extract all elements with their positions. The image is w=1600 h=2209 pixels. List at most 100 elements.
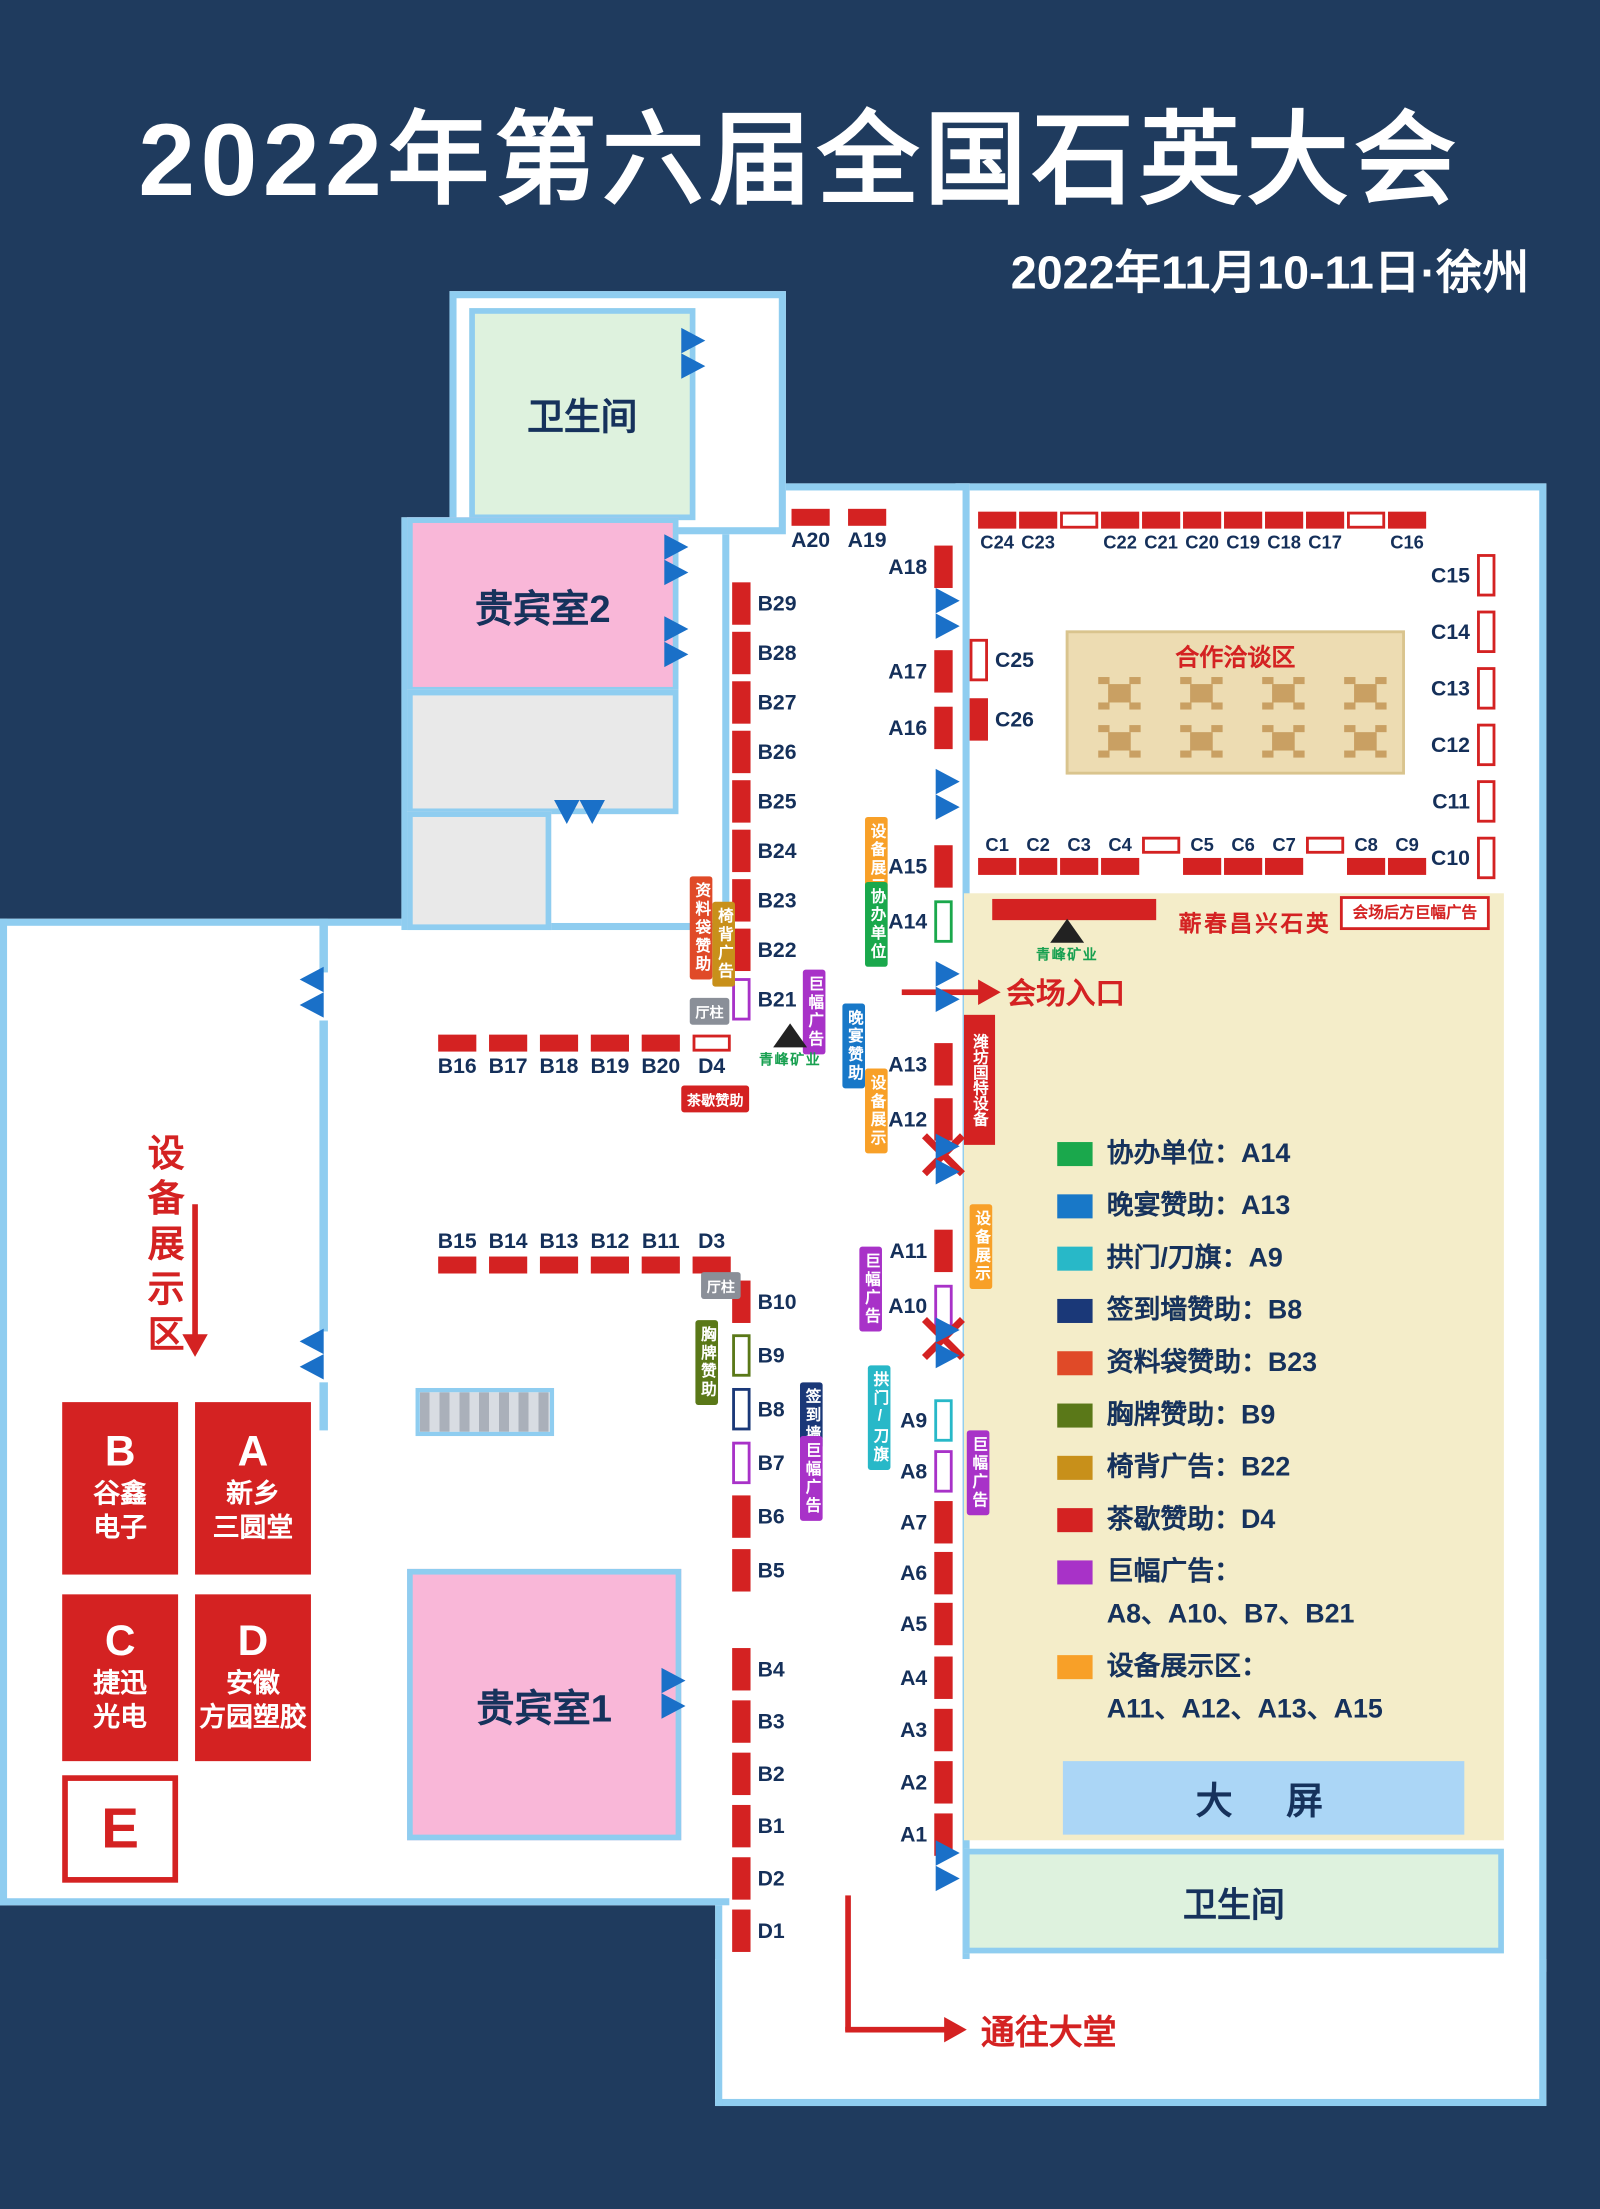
booth: B7 <box>732 1441 803 1485</box>
booth-label: C4 <box>1108 833 1132 856</box>
booth-label: B25 <box>757 789 797 814</box>
booth: B26 <box>732 730 803 774</box>
legend-swatch <box>1057 1298 1093 1323</box>
booth-label: B29 <box>757 591 797 616</box>
booth-bar <box>732 1441 751 1485</box>
legend-text: 资料袋赞助：B23 <box>1106 1348 1318 1379</box>
booth-bar <box>934 1708 953 1752</box>
sponsor-banner-bar <box>992 898 1157 921</box>
legend-item: 茶歇赞助：D4 <box>1057 1505 1481 1536</box>
tag-giant-banner: 巨幅广告 <box>800 1436 822 1521</box>
booth-label: A18 <box>888 554 928 579</box>
booth-bar <box>1387 857 1427 875</box>
booth-label: C2 <box>1026 833 1050 856</box>
weifang-guote-booth: 潍坊国特设备 <box>963 1014 996 1145</box>
booth-bar <box>732 1648 751 1691</box>
door-icon <box>299 966 328 1018</box>
booth-bar <box>732 1804 751 1848</box>
booth-label: A17 <box>888 659 928 684</box>
booth-bar <box>1477 667 1496 710</box>
legend-text: 茶歇赞助：D4 <box>1106 1505 1276 1535</box>
booth-bar <box>1101 511 1140 529</box>
wall-segment <box>319 918 328 973</box>
legend-text: 签到墙赞助：B8 <box>1106 1296 1303 1326</box>
booth-label: A8 <box>900 1459 928 1484</box>
booth-label: B21 <box>757 987 797 1012</box>
booth-label: B23 <box>757 888 797 913</box>
booth-bar <box>934 1551 953 1595</box>
booth-bar <box>489 1034 528 1052</box>
booth: C12 <box>1419 723 1496 767</box>
booth: A18 <box>876 545 953 588</box>
booth: A20 <box>789 508 833 556</box>
booth: B15 <box>435 1227 479 1274</box>
legend-item: 晚宴赞助：A13 <box>1057 1192 1481 1223</box>
booth-bar <box>641 1034 680 1052</box>
booth-bar <box>1306 511 1345 529</box>
booth-bar <box>1346 857 1386 875</box>
tag-co-organizer: 协办单位 <box>865 881 887 967</box>
booth: B8 <box>732 1387 803 1431</box>
booth: B9 <box>732 1334 803 1377</box>
legend-item: 设备展示区：A11、A12、A13、A15 <box>1057 1652 1481 1725</box>
booth <box>1142 831 1181 875</box>
booth: A3 <box>876 1708 953 1752</box>
booth-label: C9 <box>1395 833 1419 856</box>
tag-signin-wall: 签到墙 <box>800 1382 822 1449</box>
booth: C26 <box>969 698 1041 741</box>
booth: B21 <box>732 978 803 1021</box>
booth-label: C1 <box>985 833 1009 856</box>
booth: B14 <box>486 1227 530 1274</box>
booth-bar <box>934 1761 953 1804</box>
booth-bar <box>539 1256 579 1274</box>
booth: B13 <box>537 1227 581 1274</box>
booth-label: C15 <box>1431 563 1470 588</box>
legend-item: 巨幅广告：A8、A10、B7、B21 <box>1057 1558 1481 1631</box>
booth: A14 <box>876 900 953 943</box>
booth-label: A13 <box>888 1052 928 1077</box>
booth: A9 <box>876 1399 953 1442</box>
booth-label: C16 <box>1390 531 1424 553</box>
booth-label: A12 <box>888 1107 928 1132</box>
booth: C18 <box>1265 511 1304 556</box>
booth: B5 <box>732 1549 803 1592</box>
booth: A17 <box>876 650 953 693</box>
tag-equipment-display: 设备展示 <box>865 1068 887 1154</box>
tag-giant-banner: 巨幅广告 <box>966 1430 989 1516</box>
booth: A7 <box>876 1501 953 1544</box>
booth-label: B9 <box>757 1343 785 1368</box>
mountain-icon <box>773 1023 808 1048</box>
booth-bar <box>934 1450 953 1493</box>
booth: C3 <box>1060 831 1099 875</box>
booth-label: B27 <box>757 690 797 715</box>
table-icon <box>1190 732 1213 751</box>
booth-bar <box>692 1256 731 1274</box>
table-icon <box>1272 684 1295 703</box>
booth-bar <box>1265 511 1304 529</box>
booth: D4 <box>690 1034 734 1082</box>
big-screen: 大 屏 <box>1062 1761 1465 1835</box>
legend-text: 巨幅广告：A8、A10、B7、B21 <box>1106 1557 1355 1630</box>
booth-bar <box>438 1256 477 1274</box>
booth: B18 <box>537 1034 581 1082</box>
booth: B11 <box>639 1227 683 1274</box>
legend-swatch <box>1057 1655 1093 1680</box>
booth: C15 <box>1419 554 1496 597</box>
booth-bar <box>934 1656 953 1699</box>
booth-label: C23 <box>1021 531 1056 553</box>
table-icon <box>1108 732 1131 751</box>
booth-label: B13 <box>539 1229 579 1254</box>
booth-label: B17 <box>488 1054 528 1079</box>
booth-label: D3 <box>698 1229 726 1254</box>
booth: A13 <box>876 1043 953 1086</box>
vip-room-2: 贵宾室2 <box>407 517 679 693</box>
booth-bar <box>791 508 830 526</box>
